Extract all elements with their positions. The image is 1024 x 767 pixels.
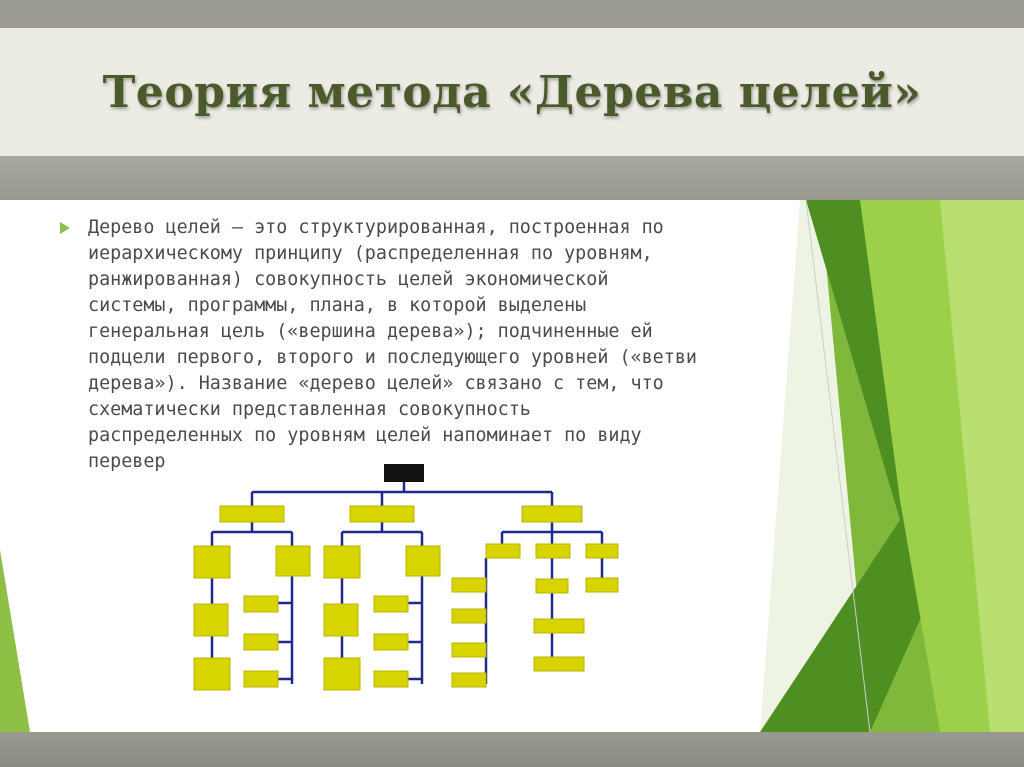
tree-box: [373, 670, 409, 688]
body-line: ранжированная) совокупность целей эконом…: [88, 269, 609, 290]
tree-box: [323, 657, 361, 691]
tree-box: [585, 543, 619, 559]
tree-box: [349, 505, 415, 523]
deco-green-left: [0, 550, 30, 732]
deco-green-edge: [940, 200, 1024, 732]
content-area: [0, 200, 1024, 732]
tree-box: [193, 657, 231, 691]
tree-box: [243, 595, 279, 613]
slide-title: Теория метода «Дерева целей»: [102, 66, 922, 118]
tree-box: [193, 603, 229, 637]
tree-box: [535, 543, 571, 559]
body-line: перевер: [88, 451, 166, 472]
tree-box: [533, 656, 585, 672]
tree-box: [451, 672, 487, 688]
tree-boxes: [193, 505, 619, 691]
body-line: иерархическому принципу (распределенная …: [88, 243, 653, 264]
tree-box: [373, 633, 409, 651]
tree-box: [275, 545, 311, 577]
tree-box: [243, 670, 279, 688]
tree-box: [533, 618, 585, 634]
tree-root-box: [384, 464, 424, 482]
tree-box: [193, 545, 231, 579]
tree-box: [521, 505, 583, 523]
tree-box: [373, 595, 409, 613]
tree-box: [451, 608, 487, 624]
title-band: Теория метода «Дерева целей»: [0, 28, 1024, 156]
body-line: генеральная цель («вершина дерева»); под…: [88, 321, 653, 342]
tree-box: [485, 543, 521, 559]
green-decoration: [0, 200, 1024, 732]
body-line: распределенных по уровням целей напомина…: [88, 425, 642, 446]
tree-box: [405, 545, 441, 577]
goal-tree-diagram: [193, 464, 619, 691]
tree-box: [535, 578, 569, 594]
tree-box: [585, 577, 619, 593]
tree-box: [451, 642, 487, 658]
body-text: Дерево целей — это структурированная, по…: [88, 215, 788, 475]
triangle-bullet-icon: [60, 222, 70, 234]
bottom-band: [0, 732, 1024, 767]
body-line: Дерево целей — это структурированная, по…: [88, 217, 664, 238]
title-shadow-band: [0, 156, 1024, 200]
deco-line: [805, 200, 871, 732]
tree-box: [219, 505, 285, 523]
body-line: схематически представленная совокупность: [88, 399, 531, 420]
body-line: системы, программы, плана, в которой выд…: [88, 295, 587, 316]
tree-box: [323, 545, 361, 579]
body-line: подцели первого, второго и последующего …: [88, 347, 697, 368]
body-line: дерева»). Название «дерево целей» связан…: [88, 373, 664, 394]
tree-box: [243, 633, 279, 651]
tree-box: [323, 603, 359, 637]
tree-box: [451, 577, 487, 593]
